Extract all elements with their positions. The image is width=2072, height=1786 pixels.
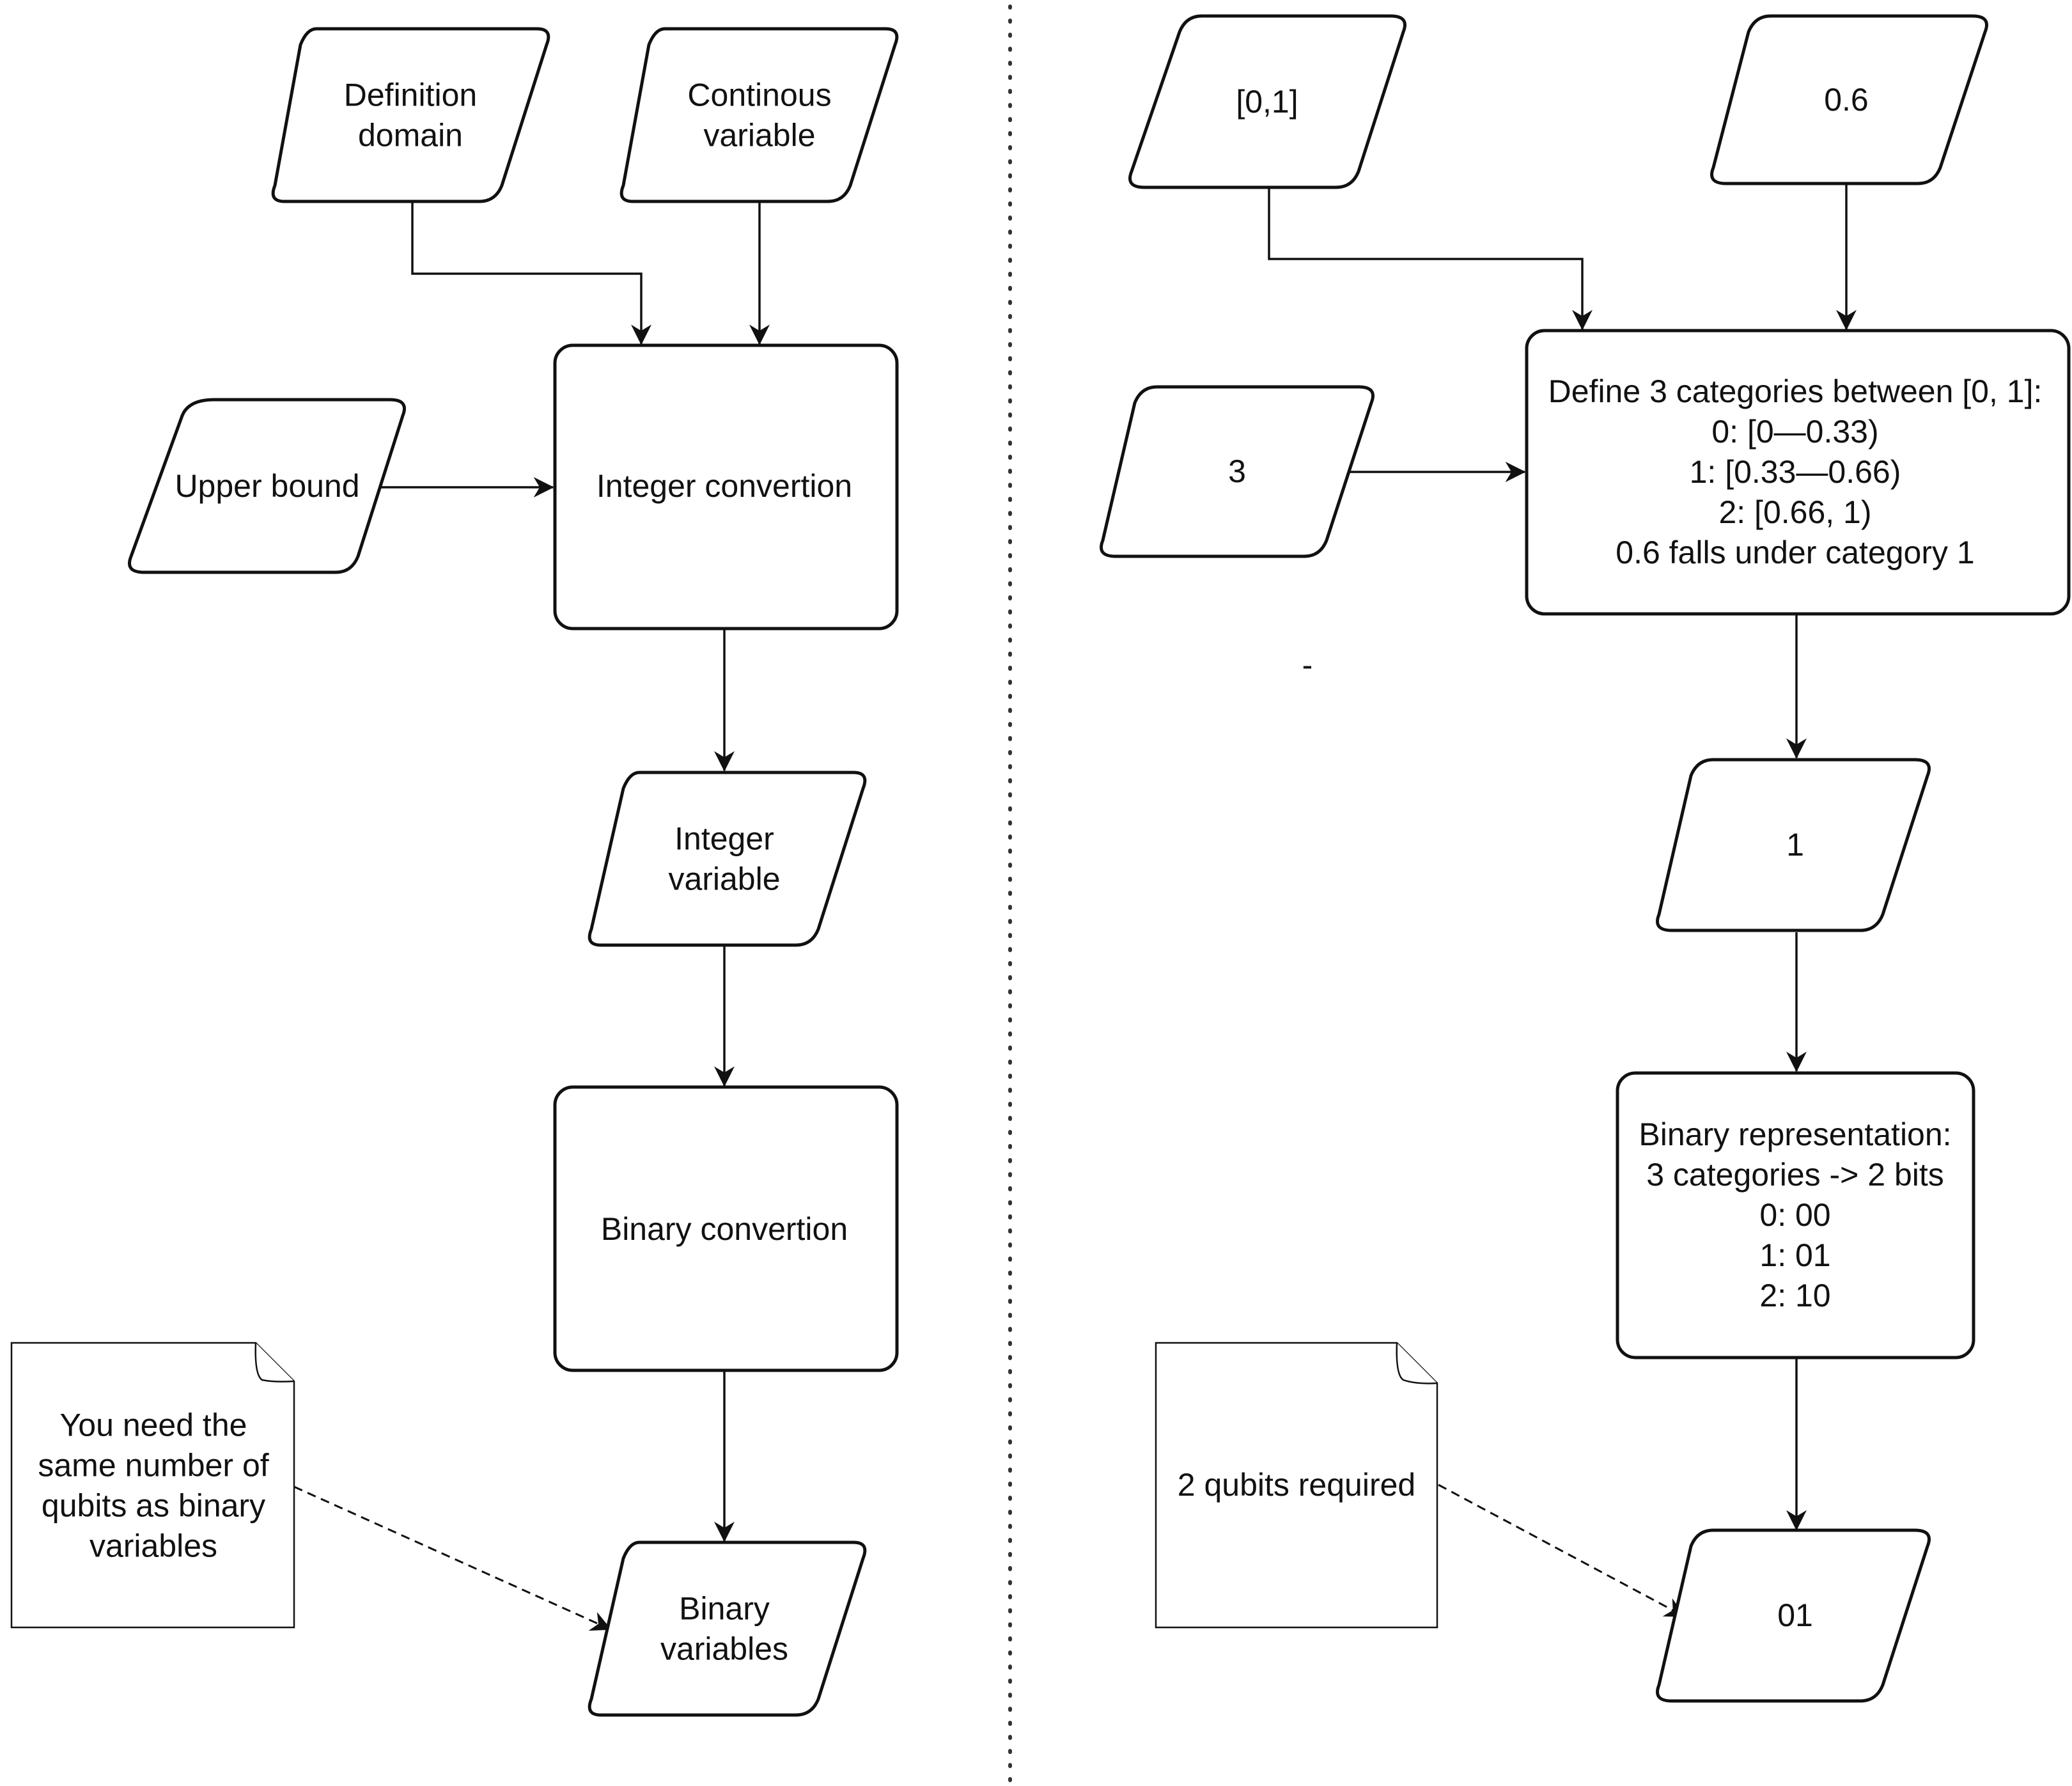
- continuous-variable-node: Continous variable: [619, 27, 899, 203]
- integer-conversion-label: Integer convertion: [596, 468, 852, 504]
- label-line: Continous: [687, 77, 831, 113]
- definition-domain-label: Definition domain: [344, 77, 477, 153]
- integer-variable-node: Integer variable: [588, 771, 867, 947]
- label-line: 01: [1777, 1597, 1813, 1633]
- edge-note-to-binary-result: [1438, 1484, 1686, 1618]
- label-line: 1: [1786, 827, 1804, 863]
- continuous-variable-label: Continous variable: [687, 77, 831, 153]
- categories-count-label: 3: [1228, 453, 1246, 489]
- category-result-node: 1: [1656, 758, 1931, 932]
- edge-domain-to-integer-conversion: [411, 201, 651, 345]
- label-line: 3 categories -> 2 bits: [1646, 1157, 1944, 1193]
- stray-mark: -: [1302, 647, 1313, 683]
- categorize-node: Define 3 categories between [0, 1]: 0: [0…: [1525, 329, 2071, 616]
- label-line: 2: [0.66, 1): [1718, 494, 1871, 530]
- left-note: You need the same number of qubits as bina…: [10, 1342, 295, 1629]
- label-line: same number of: [38, 1448, 269, 1484]
- label-line: 3: [1228, 453, 1246, 489]
- binary-conversion-label: Binary convertion: [601, 1211, 848, 1247]
- label-line: Integer: [674, 821, 774, 857]
- label-line: [0,1]: [1236, 84, 1298, 120]
- binary-representation-node: Binary representation: 3 categories -> 2 …: [1616, 1071, 1975, 1359]
- upper-bound-node: Upper bound: [128, 398, 406, 574]
- label-line: 2 qubits required: [1178, 1467, 1415, 1503]
- domain-value-label: [0,1]: [1236, 84, 1298, 120]
- label-line: 0.6: [1824, 82, 1869, 118]
- right-note-text: 2 qubits required: [1178, 1467, 1415, 1503]
- upper-bound-label: Upper bound: [175, 468, 359, 504]
- integer-variable-label: Integer variable: [668, 821, 780, 897]
- label-line: Definition: [344, 77, 477, 113]
- label-line: -: [1302, 647, 1313, 683]
- categories-count-node: 3: [1100, 385, 1375, 558]
- binary-result-node: 01: [1656, 1528, 1931, 1703]
- label-line: variable: [703, 118, 815, 153]
- label-line: 1: [0.33—0.66): [1690, 454, 1901, 490]
- label-line: Binary convertion: [601, 1211, 848, 1247]
- label-line: domain: [358, 118, 463, 153]
- input-value-label: 0.6: [1824, 82, 1869, 118]
- categorize-label: Define 3 categories between [0, 1]: 0: [0…: [1548, 373, 2043, 570]
- binary-conversion-node: Binary convertion: [553, 1085, 899, 1372]
- label-line: variable: [668, 861, 780, 897]
- binary-result-label: 01: [1777, 1597, 1813, 1633]
- label-line: Binary: [679, 1591, 770, 1627]
- label-line: 0: 00: [1759, 1197, 1830, 1233]
- label-line: 2: 10: [1759, 1278, 1830, 1313]
- left-note-text: You need the same number of qubits as bina…: [38, 1407, 269, 1564]
- right-note: 2 qubits required: [1155, 1342, 1438, 1629]
- label-line: Binary representation:: [1639, 1116, 1951, 1152]
- label-line: variables: [90, 1528, 217, 1564]
- binary-representation-label: Binary representation: 3 categories -> 2 …: [1639, 1116, 1951, 1313]
- label-line: You need the: [60, 1407, 247, 1443]
- category-result-label: 1: [1786, 827, 1804, 863]
- label-line: 0: [0—0.33): [1711, 414, 1878, 450]
- edge-note-to-binary-variables: [293, 1485, 612, 1631]
- integer-conversion-node: Integer convertion: [553, 343, 899, 631]
- left-edges: [293, 201, 770, 1631]
- label-line: 1: 01: [1759, 1237, 1830, 1273]
- label-line: Upper bound: [175, 468, 359, 504]
- label-line: Integer convertion: [596, 468, 852, 504]
- input-value-node: 0.6: [1710, 14, 1988, 185]
- domain-value-node: [0,1]: [1128, 14, 1406, 189]
- edge-domain-value-to-categorize: [1268, 189, 1593, 331]
- label-line: Define 3 categories between [0, 1]:: [1548, 373, 2043, 409]
- label-line: variables: [660, 1631, 788, 1667]
- binary-variables-label: Binary variables: [660, 1591, 788, 1667]
- right-edges: [1268, 182, 1857, 1618]
- label-line: 0.6 falls under category 1: [1616, 535, 1974, 570]
- label-line: qubits as binary: [42, 1488, 265, 1524]
- binary-variables-node: Binary variables: [588, 1540, 867, 1717]
- definition-domain-node: Definition domain: [271, 27, 550, 203]
